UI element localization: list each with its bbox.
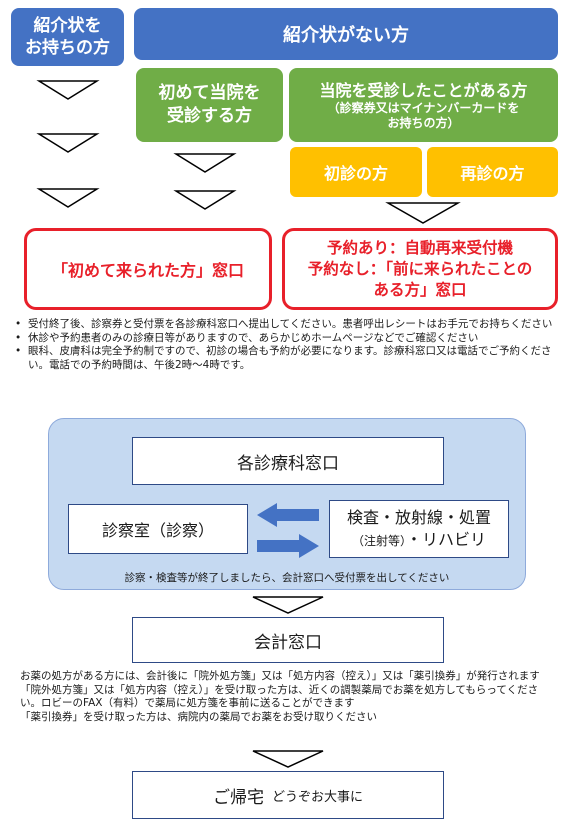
shoshin-box: 初診の方 [290, 147, 422, 197]
arrow-down-icon [36, 188, 100, 208]
arrow-down-icon [36, 133, 100, 153]
first-window-box: 「初めて来られた方」窓口 [24, 228, 272, 310]
note-item: 眼科、皮膚科は完全予約制ですので、初診の場合も予約が必要になります。診療科窓口又… [12, 345, 558, 372]
first-window-label: 「初めて来られた方」窓口 [51, 261, 244, 280]
arrow-down-icon [36, 80, 100, 100]
appointment-no-label-1: 予約なし：「前に来られたことの [307, 259, 533, 278]
note-item: 受付終了後、診察券と受付票を各診療科窓口へ提出してください。患者呼出レシートはお… [12, 318, 558, 332]
tests-box: 検査・放射線・処置 （注射等）・リハビリ [329, 500, 509, 558]
with-referral-box: 紹介状を お持ちの方 [11, 8, 124, 66]
prescription-note: 「薬引換券」を受け取った方は、病院内の薬局でお薬をお受け取りください [20, 710, 377, 723]
arrow-right-icon [257, 534, 319, 558]
returning-patient-title: 当院を受診したことがある方 [319, 80, 528, 100]
arrow-left-icon [257, 503, 319, 527]
home-box: ご帰宅 どうぞお大事に [132, 771, 444, 819]
department-window-label: 各診療科窓口 [237, 453, 339, 474]
arrow-down-icon [252, 596, 324, 614]
prescription-note: 「院外処方箋」又は「処方内容（控え）」を受け取った方は、近くの調製薬局でお薬を処… [20, 683, 539, 710]
returning-patient-sub: （診察券又はマイナンバーカードを お持ちの方） [327, 100, 520, 130]
tests-label-1: 検査・放射線・処置 [346, 507, 491, 527]
returning-patient-box: 当院を受診したことがある方 （診察券又はマイナンバーカードを お持ちの方） [289, 68, 558, 142]
department-window-box: 各診療科窓口 [132, 437, 444, 485]
home-sub: どうぞお大事に [271, 789, 363, 805]
first-visit-box: 初めて当院を 受診する方 [136, 68, 283, 142]
tests-label-2: ・リハビリ [406, 529, 487, 549]
arrow-down-icon [173, 153, 237, 173]
reception-notes: 受付終了後、診察券と受付票を各診療科窓口へ提出してください。患者呼出レシートはお… [12, 318, 558, 372]
accounting-window-label: 会計窓口 [254, 632, 322, 653]
arrow-down-icon [385, 202, 461, 224]
exam-room-box: 診察室（診察） [68, 504, 248, 554]
saishin-box: 再診の方 [427, 147, 558, 197]
clinic-footer-note: 診察・検査等が終了しましたら、会計窓口へ受付票を出してください [124, 572, 450, 584]
prescription-note: お薬の処方がある方には、会計後に「院外処方箋」又は「処方内容（控え）」又は「薬引… [20, 670, 540, 682]
note-item: 休診や予約患者のみの診療日等がありますので、あらかじめホームページなどでご確認く… [12, 332, 558, 346]
tests-label-2-wrap: （注射等）・リハビリ [352, 529, 486, 552]
appointment-yes-label: 予約あり：自動再来受付機 [326, 238, 513, 257]
exam-room-label: 診察室（診察） [101, 521, 214, 540]
prescription-notes: お薬の処方がある方には、会計後に「院外処方箋」又は「処方内容（控え）」又は「薬引… [20, 670, 554, 724]
home-label: ご帰宅 [212, 787, 264, 808]
accounting-window-box: 会計窓口 [132, 617, 444, 663]
tests-label-small: （注射等） [351, 533, 406, 548]
appointment-no-label-2: ある方」窓口 [373, 280, 467, 299]
arrow-down-icon [173, 190, 237, 210]
arrow-down-icon [252, 750, 324, 768]
returning-window-box: 予約あり：自動再来受付機 予約なし：「前に来られたことの ある方」窓口 [282, 228, 558, 310]
without-referral-box: 紹介状がない方 [134, 8, 558, 60]
